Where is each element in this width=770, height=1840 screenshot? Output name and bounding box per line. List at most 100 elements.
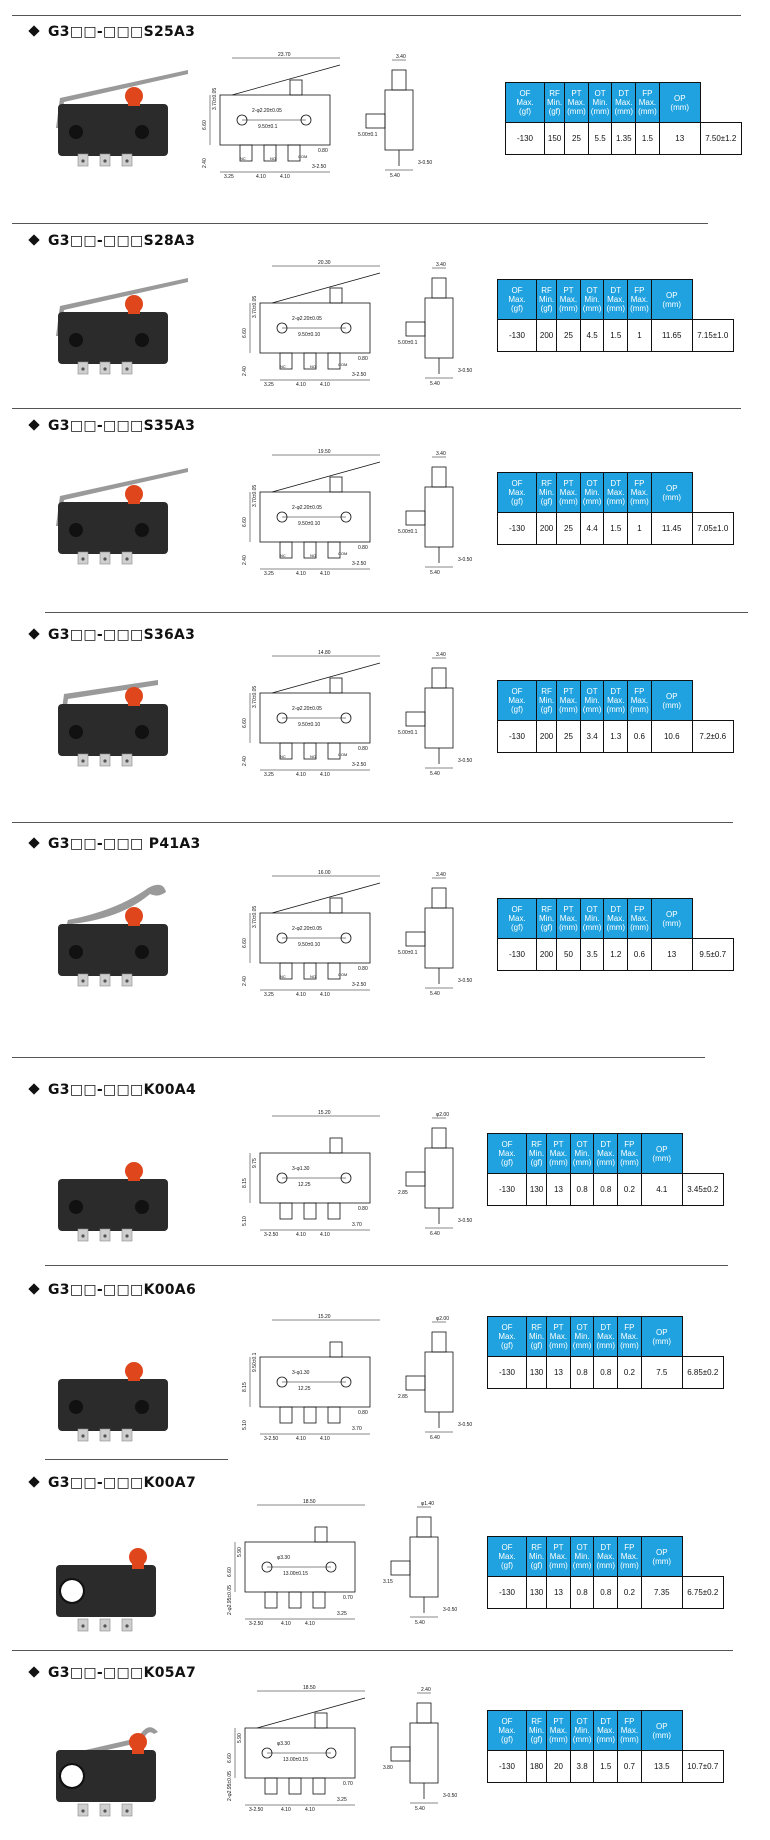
header-line: Max. — [559, 295, 578, 304]
header-line: OT — [576, 1323, 588, 1332]
section-divider — [12, 15, 741, 16]
dimension-label: 4.10 — [305, 1621, 315, 1627]
switch-photo — [56, 468, 188, 565]
header-line: OF — [501, 1140, 513, 1149]
header-line: (gf) — [530, 1561, 543, 1570]
terminal-label: COM — [338, 752, 347, 757]
model-title-text: G3□□-□□□K00A6 — [48, 1282, 196, 1298]
header-line: Max. — [620, 1149, 639, 1158]
dimension-label: 6.60 — [242, 718, 248, 728]
header-line: Max. — [620, 1552, 639, 1561]
model-title-text: G3□□-□□□S36A3 — [48, 627, 196, 643]
header-line: RF — [541, 479, 552, 488]
dimension-label: φ3.30 — [277, 1555, 290, 1561]
dimension-label: 5.40 — [415, 1620, 425, 1626]
product-photo — [56, 468, 188, 565]
header-line: (mm) — [662, 492, 682, 502]
dimension-drawing — [209, 57, 414, 173]
header-line: Min. — [539, 914, 555, 923]
header-line: Min. — [539, 488, 555, 497]
header-line: OT — [586, 687, 598, 696]
model-title: G3□□-□□□K00A4 — [28, 1082, 196, 1098]
header-line: (gf) — [511, 923, 523, 932]
dimension-label: 4.10 — [320, 772, 330, 778]
header-line: Max. — [549, 1726, 568, 1735]
spec-value-cell: 3.5 — [579, 938, 605, 971]
header-line: (mm) — [549, 1561, 568, 1570]
switch-photo — [56, 70, 188, 167]
header-line: Min. — [584, 488, 600, 497]
dimension-label: 9.50±0.10 — [298, 332, 320, 338]
header-line: (gf) — [548, 107, 561, 116]
spec-value-cell: 11.45 — [650, 512, 693, 545]
header-line: (mm) — [620, 1735, 639, 1744]
dimension-label: 3.25 — [264, 571, 274, 577]
header-line: (mm) — [549, 1735, 568, 1744]
spec-value-cell: 25 — [556, 319, 581, 352]
dimension-label: 0.80 — [318, 148, 328, 154]
spec-value-cell: 3.4 — [579, 720, 605, 753]
header-line: Min. — [592, 98, 608, 107]
dimension-label: 3.25 — [264, 382, 274, 388]
header-line: Max. — [607, 295, 625, 304]
dimension-label: 15.20 — [318, 1110, 331, 1116]
header-line: Min. — [574, 1332, 590, 1341]
header-line: (mm) — [620, 1341, 639, 1350]
dimension-label: 0.80 — [358, 1410, 368, 1416]
spec-value-cell: 1 — [627, 512, 652, 545]
dimension-label: 3-2.50 — [352, 762, 366, 768]
dimension-label: 0.70 — [343, 1595, 353, 1601]
spec-value-cell: 130 — [525, 1576, 548, 1609]
dimension-label: 0.80 — [358, 545, 368, 551]
dimension-drawing — [249, 454, 454, 570]
product-photo — [56, 1548, 156, 1632]
section-divider — [12, 822, 733, 823]
dimension-drawing — [249, 265, 454, 381]
terminal-label: COM — [338, 551, 347, 556]
header-line: OP — [665, 483, 678, 493]
header-line: (mm) — [662, 918, 682, 928]
header-line: Max. — [620, 1726, 639, 1735]
dimension-label: 3-2.50 — [249, 1621, 263, 1627]
header-line: OT — [576, 1140, 588, 1149]
spec-value-cell: 1.2 — [603, 938, 629, 971]
spec-value-cell: 0.8 — [593, 1173, 619, 1206]
header-line: Max. — [630, 696, 649, 705]
dimension-label: 6.60 — [202, 120, 208, 130]
dimension-label: 16.00 — [318, 870, 331, 876]
dimension-label: 4.10 — [256, 174, 266, 180]
dimension-label: 5.90 — [237, 1547, 243, 1557]
spec-value-cell: 13 — [546, 1173, 571, 1206]
spec-value-cell: 13 — [658, 122, 701, 155]
dimension-label: 4.10 — [280, 174, 290, 180]
header-line: Min. — [584, 295, 600, 304]
header-line: (mm) — [606, 923, 626, 932]
spec-value-cell: 25 — [564, 122, 589, 155]
dimension-label: 6.60 — [242, 517, 248, 527]
dimension-label: 9.50±0.1 — [258, 124, 278, 130]
header-line: OF — [511, 687, 523, 696]
dimension-label: 12.25 — [298, 1182, 311, 1188]
spec-value-cell: 3.45±0.2 — [681, 1173, 724, 1206]
